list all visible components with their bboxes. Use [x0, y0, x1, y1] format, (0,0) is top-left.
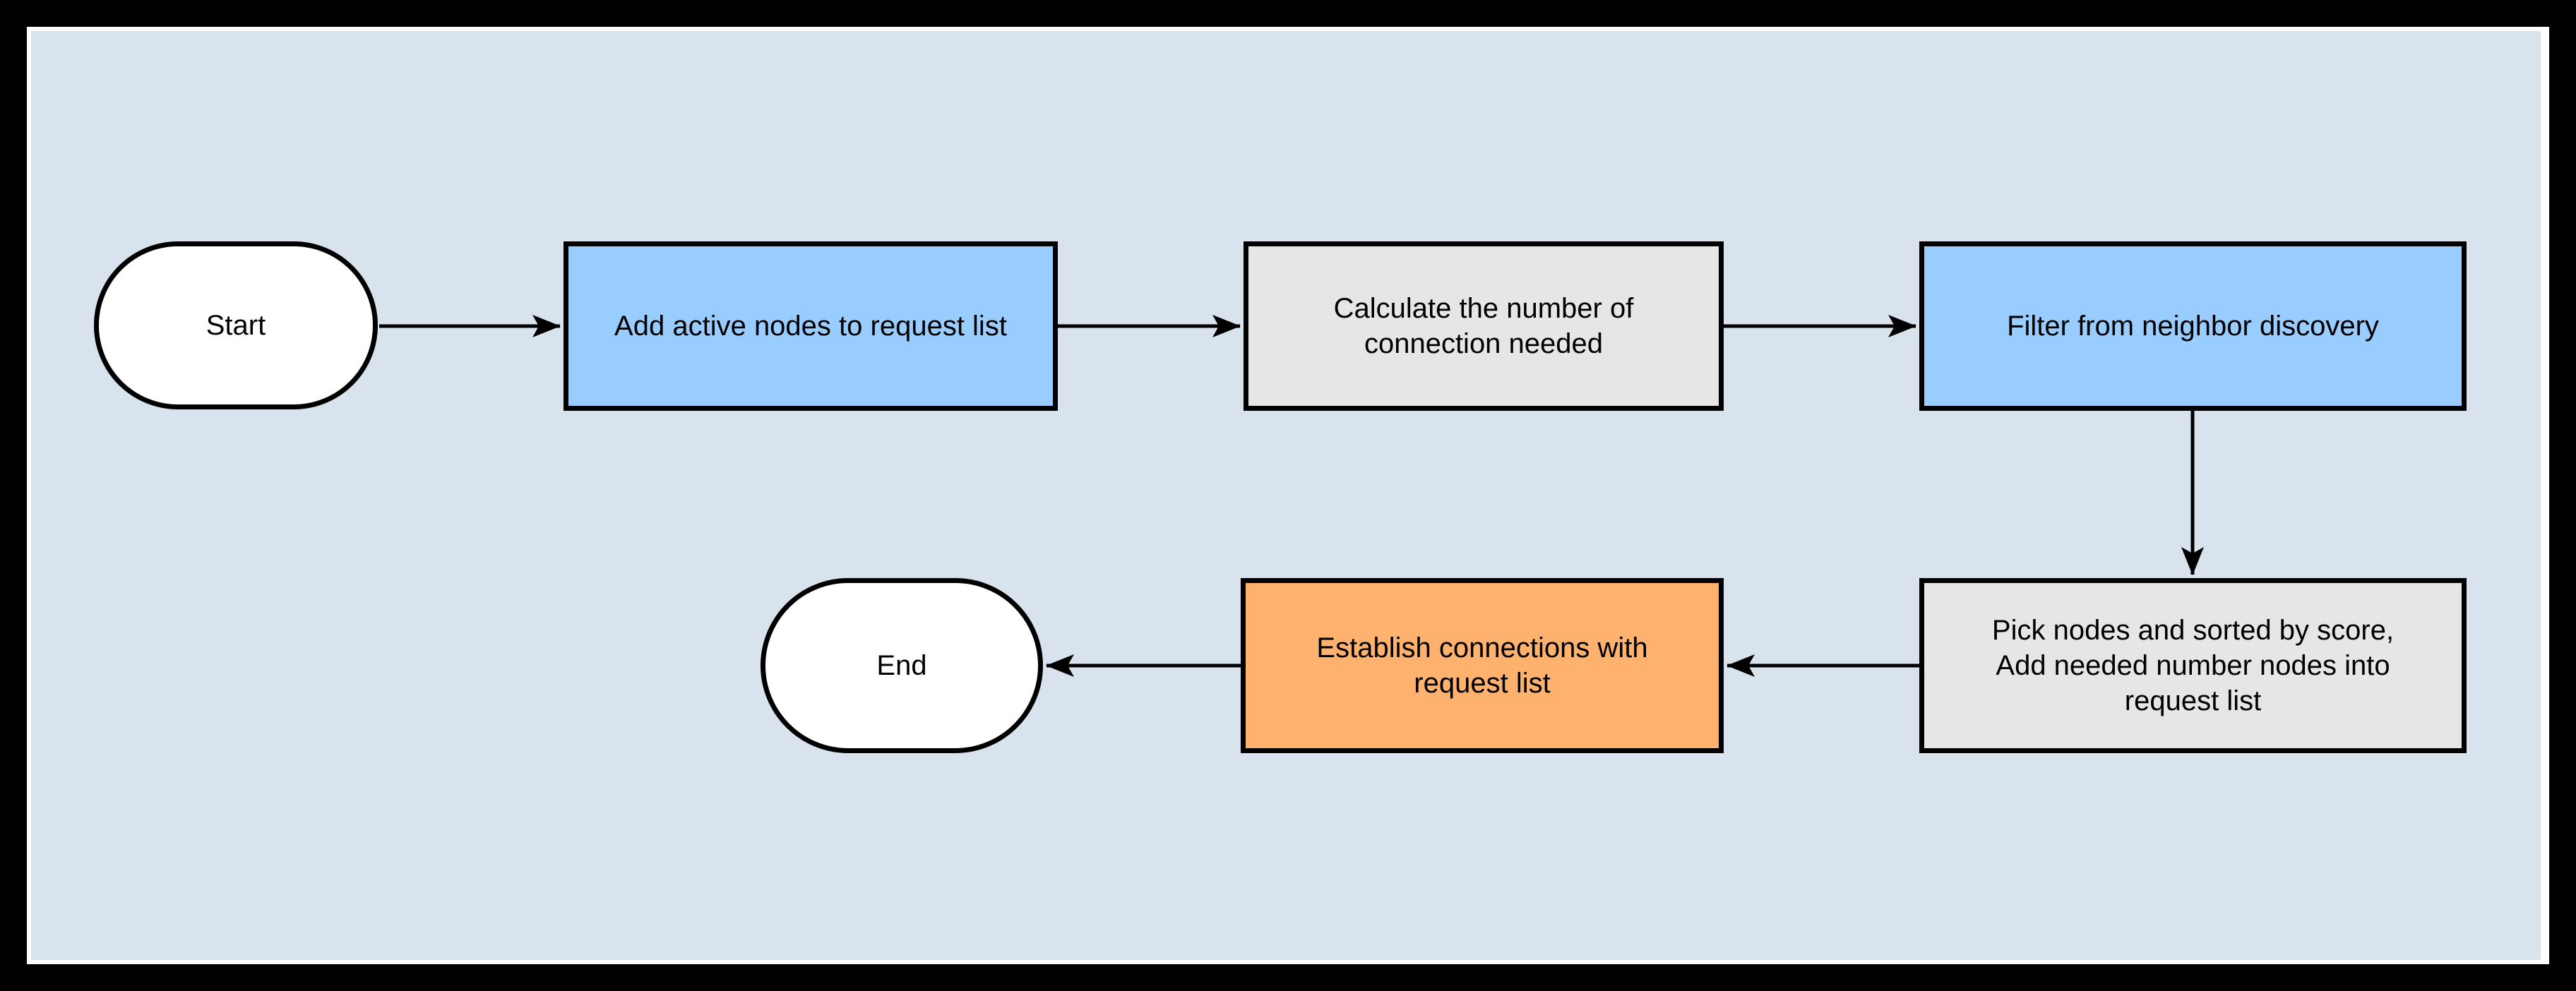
node-establish-connections-label: Establish connections with request list — [1316, 632, 1648, 699]
node-pick-nodes-label: Pick nodes and sorted by score, Add need… — [1991, 615, 2395, 716]
diagram-canvas — [31, 31, 2541, 960]
node-pick-nodes[interactable]: Pick nodes and sorted by score, Add need… — [1919, 578, 2467, 753]
node-calculate-connections-label: Calculate the number of connection neede… — [1333, 293, 1634, 359]
node-start[interactable]: Start — [94, 241, 378, 409]
node-add-active-nodes[interactable]: Add active nodes to request list — [564, 241, 1058, 411]
node-add-active-nodes-label: Add active nodes to request list — [614, 311, 1007, 342]
node-end-label: End — [876, 650, 927, 681]
node-start-label: Start — [205, 310, 266, 341]
node-filter-neighbor-discovery-label: Filter from neighbor discovery — [2007, 311, 2379, 342]
node-establish-connections[interactable]: Establish connections with request list — [1241, 578, 1724, 753]
node-end[interactable]: End — [761, 578, 1043, 753]
node-filter-neighbor-discovery[interactable]: Filter from neighbor discovery — [1919, 241, 2467, 411]
node-calculate-connections[interactable]: Calculate the number of connection neede… — [1244, 241, 1724, 411]
